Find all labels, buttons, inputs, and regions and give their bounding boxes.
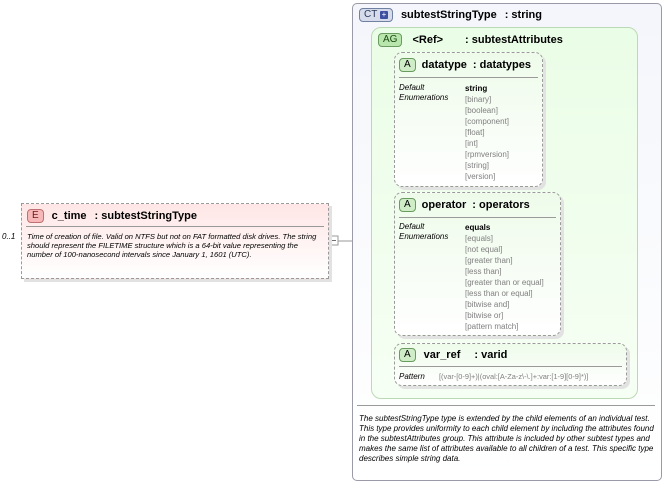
element-documentation: Time of creation of file. Valid on NTFS …	[27, 232, 317, 259]
enumerations-label: Enumerations	[399, 232, 449, 241]
attribute-name: var_ref	[423, 349, 461, 361]
attribute-group-ref: <Ref>	[412, 34, 444, 46]
enum-item: [int]	[465, 139, 478, 148]
enum-item: [rpmversion]	[465, 150, 510, 159]
enum-item: [version]	[465, 172, 496, 181]
enum-item: [string]	[465, 161, 490, 170]
attribute-type: : operators	[472, 199, 530, 211]
enumerations-label: Enumerations	[399, 93, 449, 102]
attribute-name: datatype	[421, 59, 467, 71]
complex-type-type: : string	[504, 9, 542, 21]
enum-item: [less than]	[465, 267, 502, 276]
attribute-operator[interactable]: A operator : operators Default Enumerati…	[394, 192, 561, 336]
plus-icon: +	[379, 10, 388, 19]
attribute-var-ref[interactable]: A var_ref : varid Pattern [(var-[0-9]+)|…	[394, 343, 627, 386]
element-type: : subtestStringType	[94, 210, 198, 222]
complex-type-documentation: The subtestStringType type is extended b…	[359, 414, 654, 463]
pattern-value: [(var-[0-9]+)|(oval:[A-Za-z\-\.]+:var:[1…	[439, 372, 589, 381]
enum-item: [not equal]	[465, 245, 503, 254]
attribute-type: : varid	[474, 349, 508, 361]
attribute-name: operator	[421, 199, 467, 211]
attribute-type: : datatypes	[472, 59, 531, 71]
attribute-datatype[interactable]: A datatype : datatypes Default Enumerati…	[394, 52, 543, 187]
enum-item: [greater than or equal]	[465, 278, 544, 287]
enum-item: [less than or equal]	[465, 289, 533, 298]
enum-item: [pattern match]	[465, 322, 519, 331]
enum-item: [bitwise and]	[465, 300, 510, 309]
element-c-time[interactable]: E c_time : subtestStringType Time of cre…	[21, 203, 329, 279]
enum-item: [greater than]	[465, 256, 513, 265]
default-label: Default	[399, 222, 425, 231]
attribute-badge-icon: A	[399, 198, 416, 212]
element-badge-icon: E	[27, 209, 44, 223]
default-label: Default	[399, 83, 425, 92]
attribute-group-badge-icon: AG	[378, 33, 403, 47]
element-cardinality: 0..1	[2, 232, 16, 241]
default-value: string	[465, 84, 488, 93]
element-name: c_time	[51, 210, 87, 222]
complex-type-name: subtestStringType	[400, 9, 497, 21]
pattern-label: Pattern	[399, 372, 425, 381]
complex-type-badge-icon: CT +	[359, 8, 393, 22]
enum-item: [bitwise or]	[465, 311, 504, 320]
enum-item: [float]	[465, 128, 485, 137]
enum-item: [equals]	[465, 234, 494, 243]
enum-item: [component]	[465, 117, 510, 126]
enum-item: [boolean]	[465, 106, 498, 115]
enum-item: [binary]	[465, 95, 492, 104]
default-value: equals	[465, 223, 491, 232]
attribute-badge-icon: A	[399, 348, 416, 362]
attribute-group-type: : subtestAttributes	[465, 34, 563, 46]
attribute-badge-icon: A	[399, 58, 416, 72]
doc-divider	[357, 405, 655, 406]
